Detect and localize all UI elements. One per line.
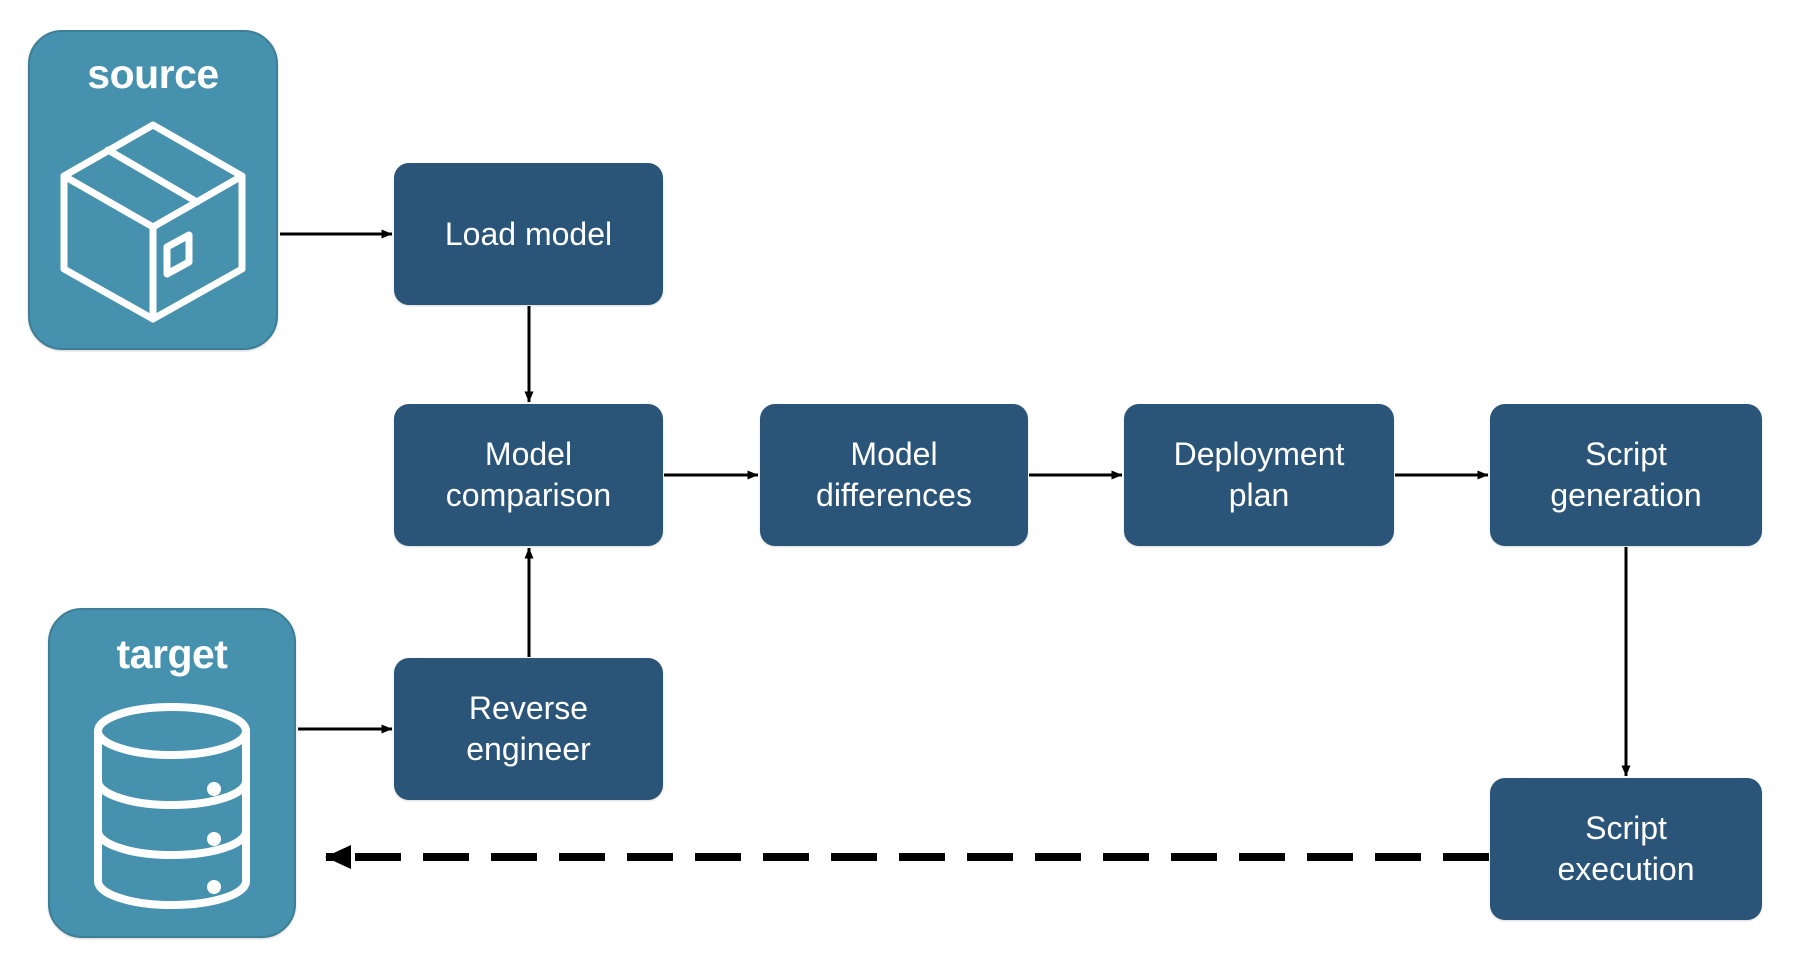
- endpoint-card-target[interactable]: target: [48, 608, 296, 938]
- database-cylinder-icon: [50, 675, 294, 936]
- process-box-script-execution[interactable]: Script execution: [1490, 778, 1762, 920]
- process-label-deployment-plan: Deployment plan: [1173, 436, 1345, 513]
- process-label-script-execution: Script execution: [1557, 810, 1695, 887]
- process-box-load-model[interactable]: Load model: [394, 163, 663, 305]
- package-box-icon: [30, 95, 276, 348]
- process-label-script-generation: Script generation: [1550, 436, 1702, 513]
- process-box-model-differences[interactable]: Model differences: [760, 404, 1028, 546]
- process-label-load-model: Load model: [444, 215, 613, 252]
- endpoint-label-target: target: [116, 631, 228, 677]
- process-box-script-generation[interactable]: Script generation: [1490, 404, 1762, 546]
- process-label-model-differences: Model differences: [816, 436, 972, 513]
- process-box-reverse-engineer[interactable]: Reverse engineer: [394, 658, 663, 800]
- process-box-deployment-plan[interactable]: Deployment plan: [1124, 404, 1394, 546]
- process-label-model-comparison: Model comparison: [445, 436, 612, 513]
- endpoint-label-source: source: [87, 51, 219, 97]
- endpoint-card-source[interactable]: source: [28, 30, 278, 350]
- process-label-reverse-engineer: Reverse engineer: [466, 690, 591, 767]
- process-box-model-comparison[interactable]: Model comparison: [394, 404, 663, 546]
